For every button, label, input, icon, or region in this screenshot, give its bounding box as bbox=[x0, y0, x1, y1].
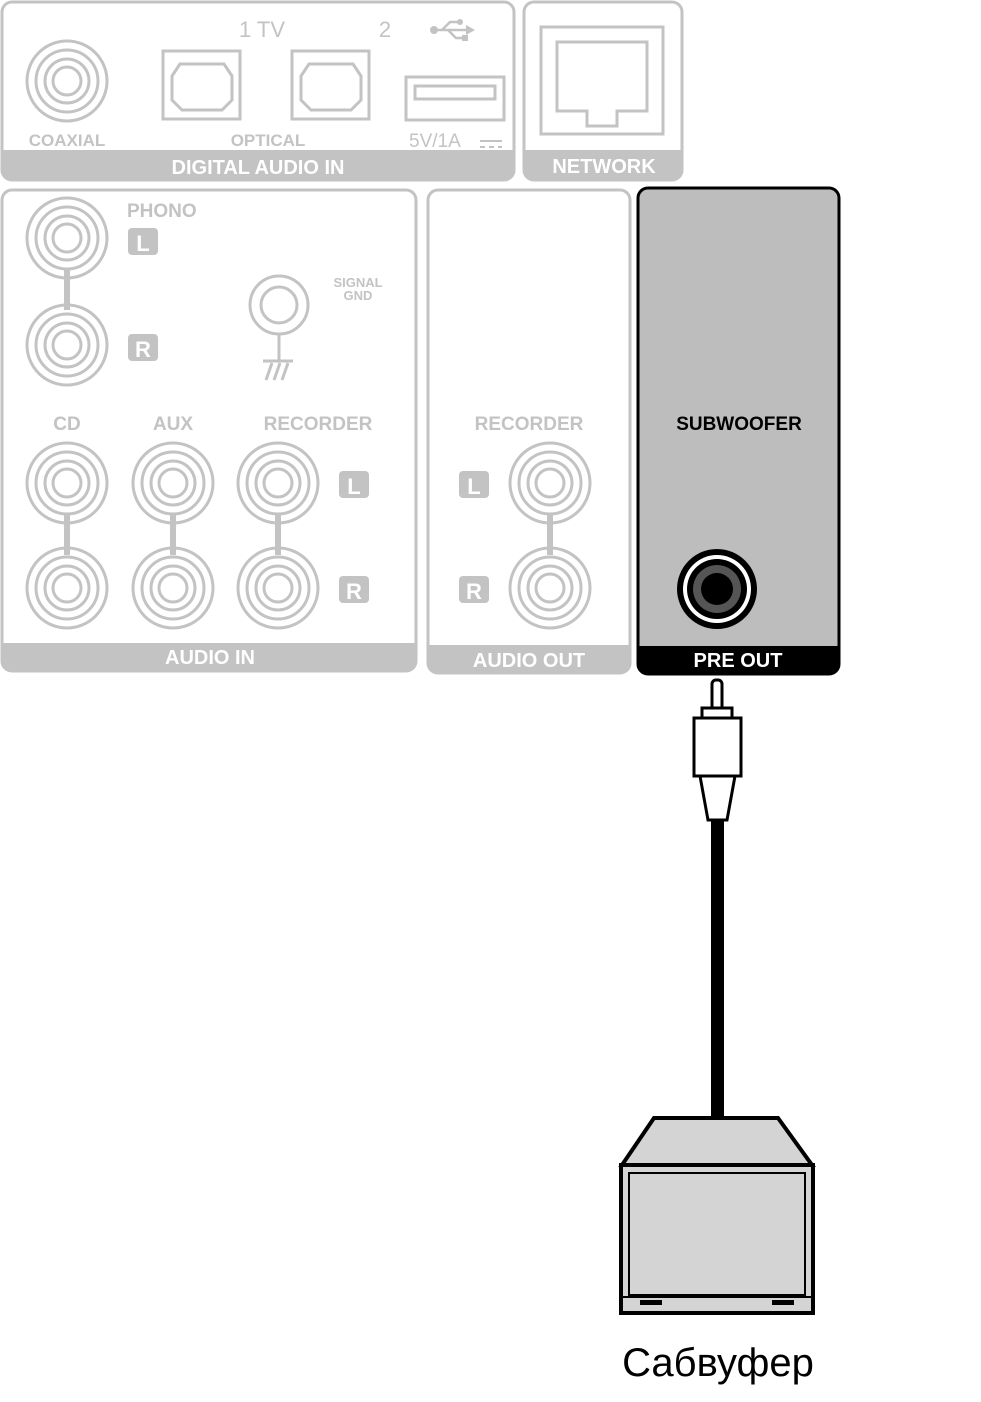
network-bar bbox=[524, 150, 682, 180]
phono-l-badge: L bbox=[136, 231, 149, 256]
optical-2-port-icon bbox=[290, 49, 371, 121]
digital-audio-in-bar bbox=[2, 150, 514, 180]
optical-2-label: 2 bbox=[379, 17, 391, 42]
phono-r-badge: R bbox=[135, 337, 151, 362]
ethernet-port-icon bbox=[539, 25, 665, 136]
audio-out-bar bbox=[428, 645, 630, 673]
digital-audio-in-title: DIGITAL AUDIO IN bbox=[172, 157, 345, 179]
cd-label: CD bbox=[53, 414, 80, 435]
network-title: NETWORK bbox=[552, 156, 656, 178]
pre-out-title: PRE OUT bbox=[694, 650, 783, 672]
audio-in-panel: AUDIO IN PHONO L R SIGNAL GND CD AUX REC… bbox=[0, 188, 418, 673]
optical-label: OPTICAL bbox=[231, 131, 306, 150]
usb-icon bbox=[430, 19, 475, 41]
phono-label: PHONO bbox=[127, 201, 197, 222]
optical-1-label: 1 TV bbox=[239, 17, 285, 42]
subwoofer-jack-icon bbox=[677, 549, 757, 629]
subwoofer-label: Сабвуфер bbox=[622, 1341, 814, 1385]
subwoofer-device-icon bbox=[618, 1116, 816, 1315]
dc-symbol-icon bbox=[480, 140, 502, 148]
audio-out-r-badge: R bbox=[466, 579, 482, 604]
signal-gnd-label-1: SIGNAL bbox=[333, 275, 382, 290]
recorder-out-label: RECORDER bbox=[475, 414, 584, 435]
audio-out-panel: AUDIO OUT RECORDER L R bbox=[426, 188, 632, 675]
pre-out-panel: PRE OUT SUBWOOFER bbox=[636, 186, 841, 676]
audio-in-title: AUDIO IN bbox=[165, 647, 255, 669]
subwoofer-jack-label: SUBWOOFER bbox=[676, 414, 802, 435]
pre-out-bar bbox=[638, 646, 839, 674]
recorder-in-label: RECORDER bbox=[264, 414, 373, 435]
aux-label: AUX bbox=[153, 414, 193, 435]
audio-out-l-badge: L bbox=[467, 474, 480, 499]
optical-1-port-icon bbox=[161, 49, 242, 121]
coaxial-label: COAXIAL bbox=[29, 131, 106, 150]
audio-in-r-badge: R bbox=[346, 579, 362, 604]
audio-in-l-badge: L bbox=[347, 474, 360, 499]
audio-in-bar bbox=[2, 643, 416, 671]
usb-port-icon bbox=[404, 75, 506, 122]
signal-gnd-label-2: GND bbox=[344, 288, 373, 303]
digital-audio-in-panel: DIGITAL AUDIO IN COAXIAL 1 TV 2 OPTICAL bbox=[0, 0, 516, 182]
signal-gnd-terminal-icon bbox=[248, 274, 310, 381]
usb-power-label: 5V/1A bbox=[409, 131, 461, 152]
audio-out-title: AUDIO OUT bbox=[473, 650, 585, 672]
network-panel: NETWORK bbox=[522, 0, 684, 182]
rca-cable bbox=[692, 678, 743, 1120]
